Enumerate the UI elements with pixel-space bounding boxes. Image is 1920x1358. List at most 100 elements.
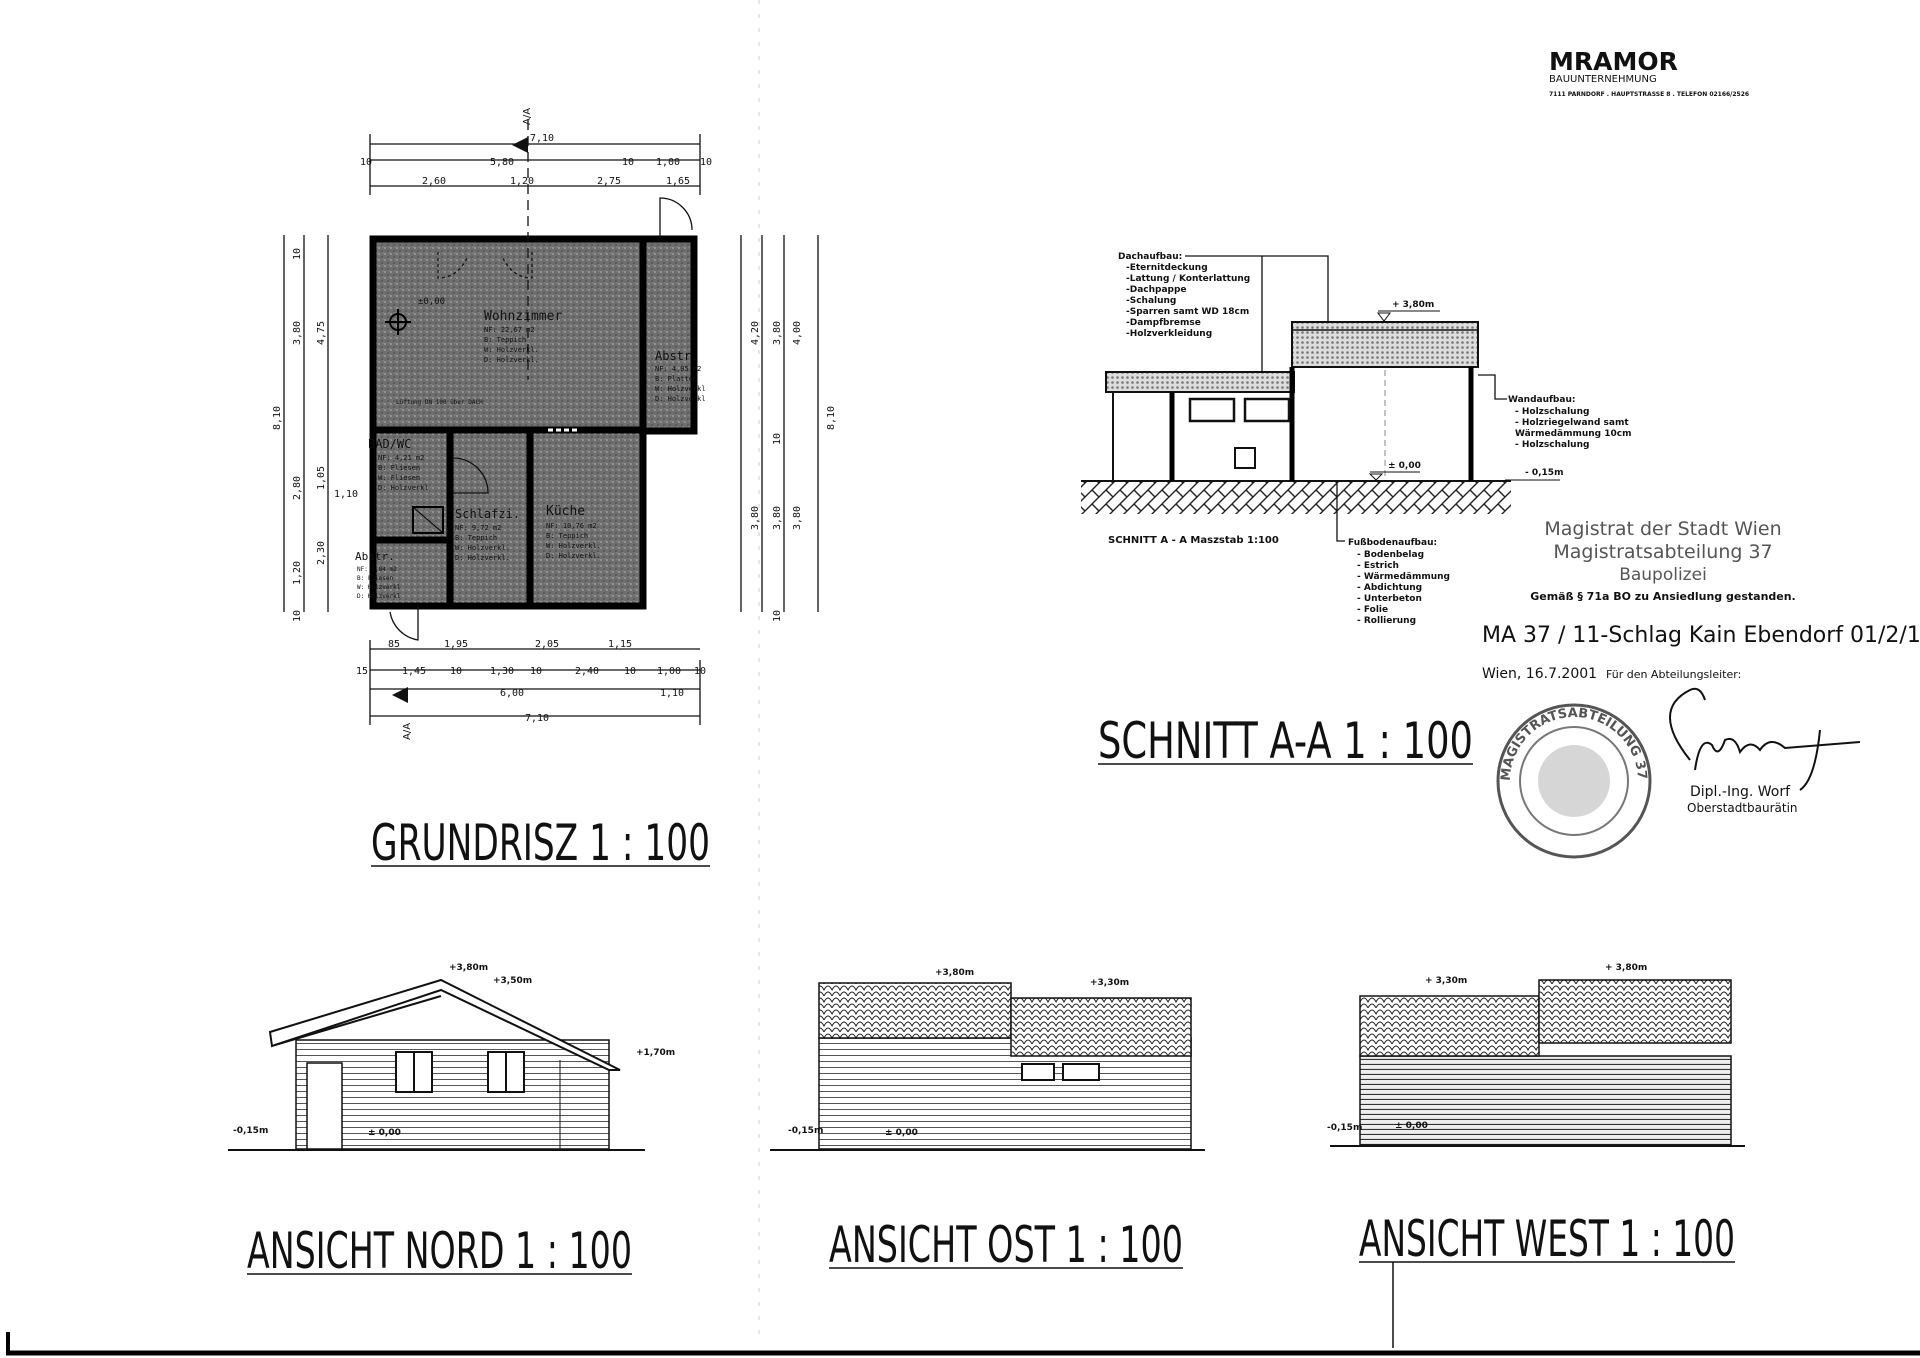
svg-text:+3,30m: +3,30m — [1090, 978, 1129, 988]
room-label-wohnzimmer: Wohnzimmer NF: 22,67 m2 B: Teppich W: Ho… — [484, 309, 562, 364]
svg-text:4,20: 4,20 — [750, 321, 761, 345]
room-label-abstellraum: Abstr. NF: 4,05 m2 B: Platten W: Holzver… — [655, 349, 706, 403]
svg-text:1,20: 1,20 — [292, 561, 303, 585]
floor-level: ± 0,00 — [1388, 461, 1421, 471]
signer-role: Oberstadtbaurätin — [1687, 801, 1798, 815]
rooms-lower — [373, 429, 643, 606]
svg-text:NF: 9,72 m2: NF: 9,72 m2 — [455, 524, 501, 532]
svg-text:1,00: 1,00 — [657, 666, 681, 677]
svg-text:Küche: Küche — [546, 504, 585, 519]
svg-text:D: Holzverkl: D: Holzverkl — [378, 484, 429, 492]
svg-text:1,45: 1,45 — [402, 666, 426, 677]
level-marker-icon — [1377, 312, 1391, 322]
elevation-east-title: ANSICHT OST 1 : 100 — [829, 1216, 1183, 1274]
room-label-abstellraum-klein: Abstr. NF: 1,84 m2 B: Fliesen W: Holzver… — [355, 550, 401, 600]
wall-buildup-legend: Wandaufbau: - Holzschalung - Holzriegelw… — [1508, 395, 1632, 450]
section-mark-top: A/A — [522, 108, 533, 125]
svg-text:-Dachpappe: -Dachpappe — [1126, 285, 1187, 295]
svg-text:W: Holzverkl.: W: Holzverkl. — [484, 346, 539, 354]
section-arrow-bottom — [392, 687, 408, 703]
signer-name: Dipl.-Ing. Worf — [1690, 784, 1791, 800]
low-roof — [1105, 371, 1295, 393]
svg-text:Baupolizei: Baupolizei — [1619, 565, 1707, 585]
svg-text:10: 10 — [772, 610, 783, 622]
svg-text:-Eternitdeckung: -Eternitdeckung — [1126, 263, 1208, 273]
svg-text:10: 10 — [694, 666, 706, 677]
svg-text:10: 10 — [360, 157, 372, 168]
svg-text:- Rollierung: - Rollierung — [1357, 616, 1416, 626]
room-abstellraum — [643, 239, 694, 431]
svg-text:Magistrat der Stadt Wien: Magistrat der Stadt Wien — [1544, 518, 1781, 540]
file-number: MA 37 / 11-Schlag Kain Ebendorf 01/2/173… — [1482, 623, 1920, 648]
svg-text:8,10: 8,10 — [272, 406, 283, 430]
roof-tiles — [1538, 979, 1732, 1044]
window-icon — [1062, 1063, 1100, 1081]
svg-text:- Wärmedämmung: - Wärmedämmung — [1357, 572, 1450, 582]
svg-text:3,80: 3,80 — [292, 321, 303, 345]
svg-text:2,75: 2,75 — [597, 176, 621, 187]
elevation-east: +3,80m +3,30m -0,15m ± 0,00 ANSICHT OST … — [770, 968, 1205, 1274]
approval-block: Magistrat der Stadt Wien Magistratsabtei… — [0, 0, 1920, 859]
ground-hatch — [1081, 482, 1511, 514]
svg-text:-Holzverkleidung: -Holzverkleidung — [1126, 329, 1212, 339]
svg-text:Magistratsabteilung 37: Magistratsabteilung 37 — [1553, 541, 1772, 563]
appliance-icon — [1234, 447, 1256, 469]
company-letterhead: MRAMOR BAUUNTERNEHMUNG 7111 PARNDORF . H… — [1549, 47, 1749, 98]
svg-text:NF: 4,05 m2: NF: 4,05 m2 — [655, 365, 701, 373]
svg-text:3,80: 3,80 — [792, 506, 803, 530]
svg-text:D: Holzverkl.: D: Holzverkl. — [455, 554, 510, 562]
svg-text:1,95: 1,95 — [444, 639, 468, 650]
level-label: ±0,00 — [418, 297, 445, 307]
elevation-north: +3,80m +3,50m +1,70m -0,15m ± 0,00 ANSIC… — [228, 963, 675, 1280]
svg-text:1,05: 1,05 — [316, 466, 327, 490]
roof-tiles — [1359, 995, 1540, 1057]
svg-text:-Schalung: -Schalung — [1126, 296, 1176, 306]
svg-text:Wohnzimmer: Wohnzimmer — [484, 309, 562, 324]
window-icon — [1188, 397, 1236, 423]
svg-text:D: Holzverkl: D: Holzverkl — [655, 395, 706, 403]
svg-text:7,10: 7,10 — [525, 713, 549, 724]
svg-text:3,80: 3,80 — [750, 506, 761, 530]
svg-text:B: Fliesen: B: Fliesen — [357, 575, 394, 582]
svg-text:1,00: 1,00 — [656, 157, 680, 168]
company-subtitle: BAUUNTERNEHMUNG — [1549, 74, 1657, 85]
svg-text:± 0,00: ± 0,00 — [885, 1128, 918, 1138]
roof-tiles — [1010, 997, 1192, 1057]
svg-text:2,40: 2,40 — [575, 666, 599, 677]
svg-text:2,30: 2,30 — [316, 541, 327, 565]
svg-text:1,10: 1,10 — [334, 489, 358, 500]
roof-buildup-legend: Dachaufbau: -Eternitdeckung -Lattung / K… — [1118, 252, 1250, 339]
high-roof — [1291, 321, 1479, 368]
svg-text:10: 10 — [530, 666, 542, 677]
svg-text:- Holzschalung: - Holzschalung — [1515, 440, 1589, 450]
room-label-kueche: Küche NF: 10,76 m2 B: Teppich W: Holzver… — [546, 504, 601, 560]
svg-text:1,15: 1,15 — [608, 639, 632, 650]
door-icon — [306, 1062, 343, 1150]
svg-text:-Dampfbremse: -Dampfbremse — [1126, 318, 1201, 328]
svg-text:W: Holzverkl: W: Holzverkl — [655, 385, 706, 393]
svg-text:- Abdichtung: - Abdichtung — [1357, 583, 1422, 593]
company-address: 7111 PARNDORF . HAUPTSTRASSE 8 . TELEFON… — [1549, 91, 1749, 98]
svg-text:B: Platten: B: Platten — [655, 375, 697, 383]
svg-text:4,00: 4,00 — [792, 321, 803, 345]
svg-text:MAGISTRATSABTEILUNG 37 · WIEN: MAGISTRATSABTEILUNG 37 · WIEN — [0, 0, 1649, 781]
svg-text:D: Holzverkl.: D: Holzverkl. — [546, 552, 601, 560]
svg-text:10: 10 — [622, 157, 634, 168]
signature — [1669, 687, 1861, 791]
svg-text:+3,80m: +3,80m — [935, 968, 974, 978]
svg-text:+3,50m: +3,50m — [493, 976, 532, 986]
svg-text:Dachaufbau:: Dachaufbau: — [1118, 252, 1182, 262]
svg-text:10: 10 — [624, 666, 636, 677]
svg-text:B: Teppich: B: Teppich — [546, 532, 588, 540]
svg-text:Abstr.: Abstr. — [655, 349, 698, 363]
svg-text:W: Fliesen: W: Fliesen — [378, 474, 420, 482]
elevation-north-title: ANSICHT NORD 1 : 100 — [247, 1222, 632, 1280]
svg-text:Für den Abteilungsleiter:: Für den Abteilungsleiter: — [1606, 668, 1741, 681]
svg-text:+1,70m: +1,70m — [636, 1048, 675, 1058]
window-icon — [1021, 1063, 1055, 1081]
svg-text:6,00: 6,00 — [500, 688, 524, 699]
section-arrow-top — [512, 137, 528, 153]
svg-text:W: Holzverkl.: W: Holzverkl. — [546, 542, 601, 550]
svg-text:- Holzschalung: - Holzschalung — [1515, 407, 1589, 417]
